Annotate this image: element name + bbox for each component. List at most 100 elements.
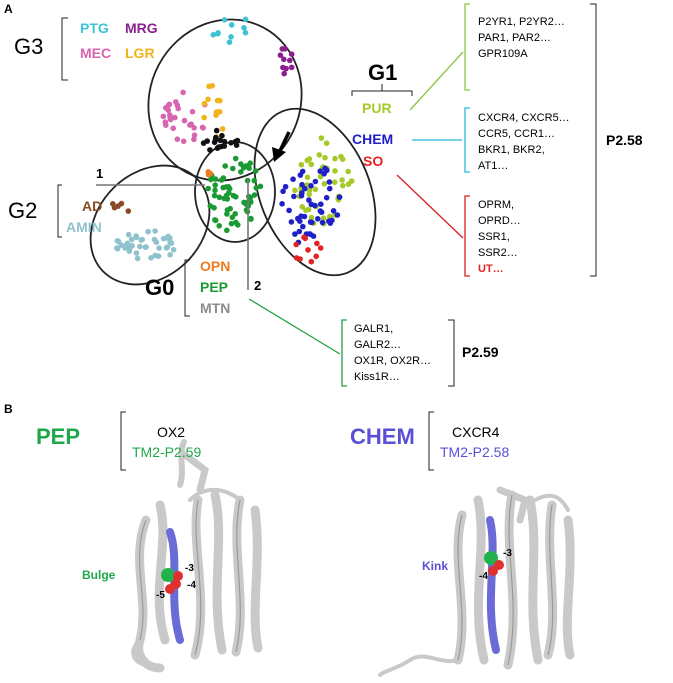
pur-dot — [339, 156, 346, 162]
pep-dot — [222, 163, 228, 169]
pep-receptor-list: GALR1, GALR2… OX1R, OX2R… Kiss1R… — [354, 321, 431, 385]
cxcr4-tm2-helix — [486, 516, 500, 654]
pep-dot — [252, 168, 259, 174]
mec-dot — [200, 125, 206, 131]
chem-dot — [302, 185, 308, 192]
axis-mark-1: 1 — [96, 166, 104, 181]
pur-dot — [308, 214, 315, 221]
pur-dot — [305, 206, 312, 213]
mrg-dot — [281, 56, 287, 63]
g3-ellipse — [147, 18, 303, 182]
pep-dot — [211, 192, 218, 199]
ad-dot — [110, 201, 116, 207]
chem-dot — [318, 201, 324, 207]
amin-dot — [126, 248, 133, 254]
g0-label: G0 — [145, 275, 175, 300]
pep-heading: PEP — [36, 424, 81, 449]
chem-receptor-list: CXCR4, CXCR5… CCR5, CCR1… BKR1, BKR2, AT… — [478, 110, 570, 174]
mec-dot — [170, 125, 176, 132]
pur-dot — [298, 161, 305, 168]
family-so: SO — [363, 153, 384, 169]
amin-dot — [145, 228, 151, 235]
unassigned-dot — [207, 147, 213, 153]
chem-dot — [306, 197, 312, 203]
so-dot — [308, 258, 315, 265]
pep-dot — [227, 205, 233, 212]
chem-dot — [291, 193, 297, 200]
cxcr4-residue-3: -3 — [503, 548, 512, 559]
so-dot — [313, 253, 320, 260]
pep-dot — [212, 187, 218, 194]
unassigned-dot — [232, 138, 238, 145]
unassigned-dot — [200, 140, 207, 146]
pur-dot — [348, 178, 355, 184]
chem-dot — [299, 181, 305, 188]
ptg-dot — [228, 34, 234, 40]
so-receptor: OPRM, — [478, 199, 515, 211]
pur-dot — [318, 135, 325, 141]
lgr-dot — [213, 109, 220, 115]
chem-dot — [286, 207, 292, 214]
chem-dot — [282, 183, 289, 190]
chem-receptor: CCR5, CCR1… — [478, 128, 556, 140]
pur-dot — [345, 168, 352, 175]
so-receptor-list: OPRM, OPRD… SSR1, SSR2… UT… — [478, 197, 521, 277]
family-mec: MEC — [80, 45, 112, 61]
p258-bracket — [590, 3, 597, 277]
pur-receptor: GPR109A — [478, 48, 528, 60]
pep-dot — [212, 182, 218, 188]
pur-dot — [340, 182, 346, 189]
mec-dot — [172, 114, 178, 121]
cxcr4-tm-label: TM2-P2.58 — [440, 444, 510, 460]
arrow-shaft — [277, 131, 291, 154]
pep-receptor: GALR1, — [354, 323, 394, 335]
chem-dot — [279, 201, 285, 207]
ox2-green-sphere — [161, 568, 175, 582]
lgr-dot — [205, 96, 211, 103]
family-mrg: MRG — [125, 20, 158, 36]
ptg-dot — [241, 25, 247, 31]
pep-dot — [212, 217, 219, 224]
so-dot — [302, 235, 309, 242]
so-dot — [317, 245, 324, 251]
arrow-head — [272, 147, 286, 162]
so-dot — [293, 255, 300, 261]
panel-b-label: B — [4, 402, 13, 416]
chem-receptor: CXCR4, CXCR5… — [478, 112, 570, 124]
mec-dot — [165, 107, 172, 114]
amin-dot — [134, 255, 141, 262]
chem-receptor: BKR1, BKR2, — [478, 144, 545, 156]
ptg-dot — [210, 32, 217, 38]
pur-connector — [409, 51, 464, 111]
chem-dot — [323, 194, 330, 201]
pur-dot — [332, 155, 338, 162]
pep-dot — [205, 185, 211, 192]
chem-dot — [296, 228, 303, 235]
chem-dot — [315, 216, 321, 222]
mec-dot — [160, 113, 167, 120]
chem-dot — [301, 213, 308, 220]
ox2-receptor-name: OX2 — [157, 424, 186, 440]
pep-dot — [232, 211, 238, 217]
pep-dot — [208, 176, 214, 183]
chem-dot — [307, 231, 314, 237]
chem-heading: CHEM — [350, 424, 415, 449]
chem-dot — [290, 176, 296, 182]
pep-dot — [251, 192, 258, 198]
axis-mark-2: 2 — [254, 278, 262, 293]
chem-dot — [319, 219, 326, 226]
amin-dot — [153, 239, 160, 245]
pur-receptor: P2YR1, P2YR2… — [478, 16, 565, 28]
amin-dot — [156, 245, 162, 251]
so-receptor: SSR1, — [478, 231, 510, 243]
pep-dot — [224, 227, 230, 234]
amin-dot — [170, 247, 177, 253]
pep-dot — [233, 219, 239, 226]
pur-dot — [306, 156, 313, 162]
unassigned-dot — [221, 138, 228, 145]
pep-dot — [233, 194, 239, 200]
mrg-dot — [288, 64, 295, 71]
chem-dot — [324, 167, 330, 174]
mec-dot — [180, 138, 187, 145]
